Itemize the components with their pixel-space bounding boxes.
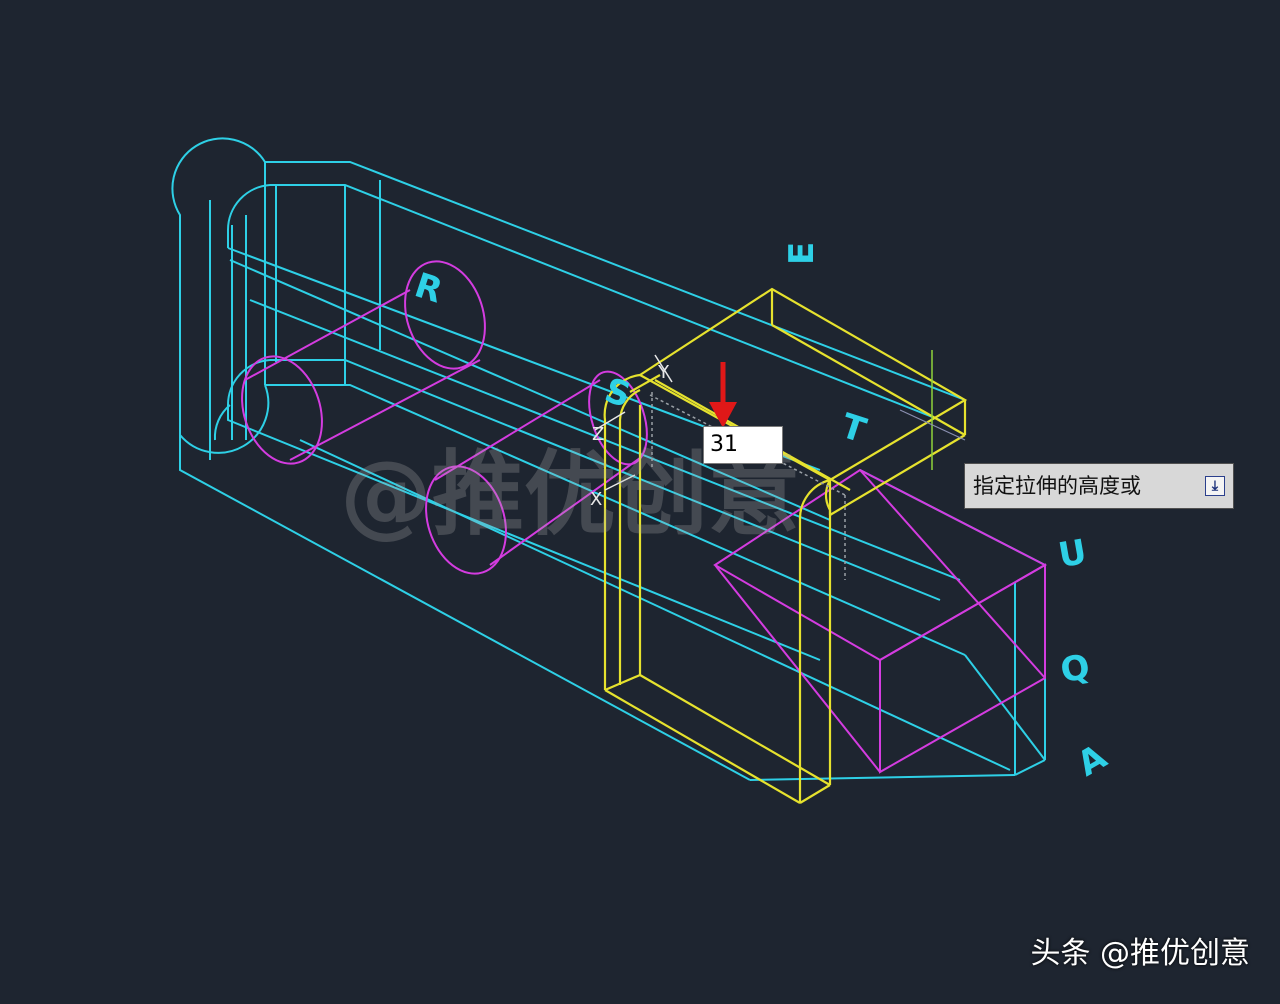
point-labels: E R S T U Q A <box>410 242 1114 785</box>
red-arrow-icon <box>709 362 737 428</box>
download-arrow-icon[interactable]: ⤓ <box>1205 476 1225 496</box>
label-s: S <box>600 370 636 416</box>
label-q: Q <box>1057 647 1092 691</box>
dynamic-input-field[interactable]: 31 <box>703 426 783 464</box>
label-t: T <box>836 406 871 451</box>
ucs-x-label: X <box>590 489 602 510</box>
cylinder-and-profile-wireframe <box>241 260 1048 774</box>
ucs-y-label: Y <box>657 362 670 383</box>
ucs-icon: Y X Z <box>590 354 673 510</box>
label-a: A <box>1071 737 1114 785</box>
label-u: U <box>1055 532 1089 576</box>
base-body-wireframe <box>171 137 1046 781</box>
command-prompt-tooltip[interactable]: 指定拉伸的高度或 ⤓ <box>964 463 1234 509</box>
command-prompt-text: 指定拉伸的高度或 <box>973 474 1141 498</box>
ucs-z-label: Z <box>592 424 604 445</box>
label-e: E <box>782 242 822 265</box>
footer-credit: 头条 @推优创意 <box>1030 936 1250 971</box>
